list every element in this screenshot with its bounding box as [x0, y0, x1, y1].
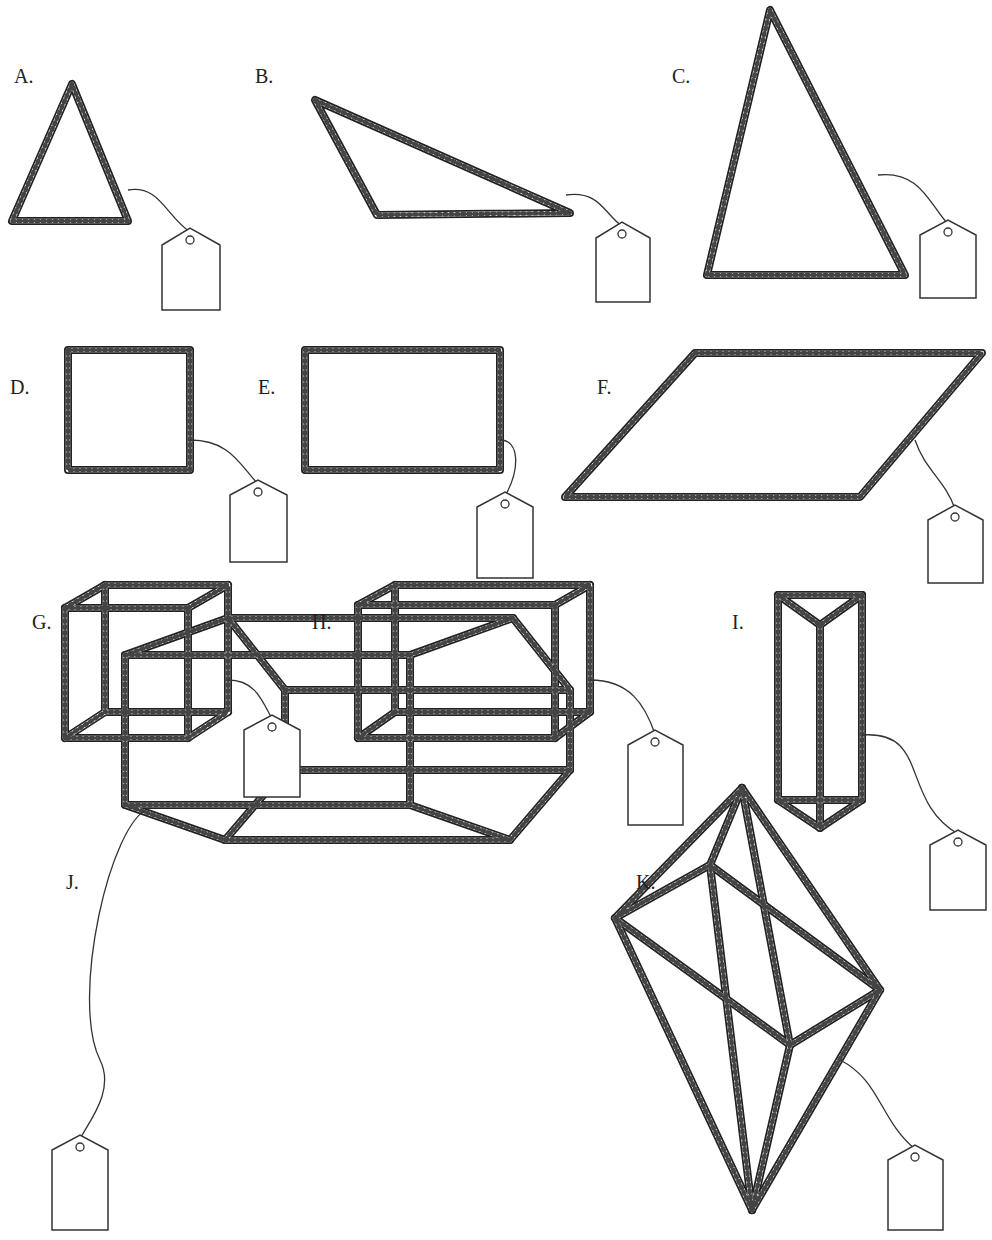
figure-letter: A.	[14, 66, 33, 86]
figure-letter: H.	[312, 612, 331, 632]
figure-letter: C.	[672, 66, 690, 86]
figure-letter: K.	[636, 872, 655, 892]
figure-letter: G.	[32, 612, 51, 632]
tag-strings	[80, 175, 958, 1149]
blank-tags	[52, 220, 986, 1230]
figure-letter: D.	[10, 377, 29, 397]
figure-letter: I.	[732, 612, 744, 632]
figure-letter: F.	[597, 377, 612, 397]
figure-letter: E.	[258, 377, 275, 397]
figure-letter: J.	[66, 872, 79, 892]
figure-letter: B.	[255, 66, 273, 86]
